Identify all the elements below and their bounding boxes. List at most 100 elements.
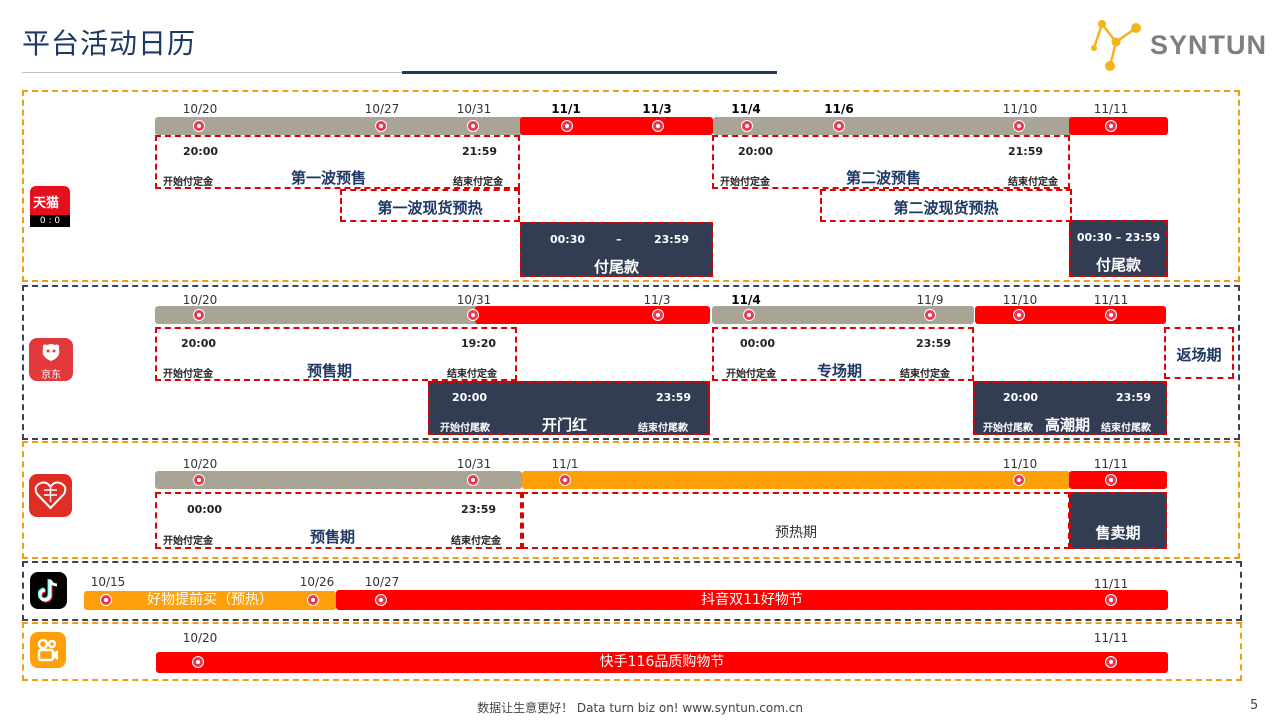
end-label: 结束付定金: [900, 369, 950, 380]
douyin-date-1015: 10/15: [90, 575, 126, 589]
jd-date-113: 11/3: [643, 293, 671, 307]
timeline-dot: [1105, 656, 1117, 668]
end-label: 结束付尾款: [1101, 423, 1151, 434]
tmall-date-116: 11/6: [824, 102, 854, 116]
timeline-dot: [467, 120, 479, 132]
timeline-dot: [741, 120, 753, 132]
tmall-bar-second: [713, 117, 1073, 135]
syntun-logo-icon: [1091, 20, 1141, 71]
timeline-dot: [307, 594, 319, 606]
jd-bar-peak: [975, 306, 1166, 324]
pay-time: 00:30 – 23:59: [1076, 231, 1161, 244]
timeline-dot: [833, 120, 845, 132]
jd-date-114: 11/4: [731, 293, 761, 307]
start-time: 00:00: [187, 503, 223, 516]
title-divider: [22, 71, 777, 74]
tmall-icon-sub: 0 : 0: [30, 215, 70, 227]
jd-kaimen-box: 20:00 23:59 开始付尾款 结束付尾款 开门红: [428, 381, 710, 435]
timeline-dot: [1105, 120, 1117, 132]
timeline-dot: [924, 309, 936, 321]
jd-dog-icon: [42, 344, 60, 361]
jd-date-1110: 11/10: [1002, 293, 1038, 307]
phase-title: 第一波现货预热: [377, 199, 483, 217]
page-number: 5: [1250, 698, 1259, 713]
jd-peak-box: 20:00 23:59 开始付尾款 结束付尾款 高潮期: [973, 381, 1167, 435]
pdd-presale-box: 00:00 23:59 开始付定金 结束付定金 预售期: [155, 492, 522, 549]
timeline-dot: [1013, 120, 1025, 132]
end-time: 21:59: [1008, 145, 1044, 158]
start-label: 开始付定金: [163, 177, 213, 188]
end-label: 结束付定金: [451, 536, 501, 547]
start-label: 开始付定金: [163, 369, 213, 380]
jd-presale-box: 20:00 19:20 开始付定金 结束付定金 预售期: [155, 327, 517, 381]
timeline-dot: [467, 309, 479, 321]
pdd-bar-warm: [522, 471, 1070, 489]
tmall-date-1111: 11/11: [1093, 102, 1129, 116]
brand-name: SYNTUN: [1150, 30, 1268, 60]
end-time: 19:20: [461, 337, 497, 350]
pdd-section: [22, 441, 1240, 559]
pdd-heart-icon: [34, 481, 67, 510]
tmall-warm1-box: 第一波现货预热: [340, 189, 520, 222]
tmall-warm2-box: 第二波现货预热: [820, 189, 1072, 222]
phase-title: 第二波现货预热: [893, 199, 999, 217]
kuaishou-date-1111: 11/11: [1093, 631, 1129, 645]
bar-label: 好物提前买（预热）: [147, 592, 273, 608]
tmall-date-1110: 11/10: [1002, 102, 1038, 116]
timeline-dot: [193, 474, 205, 486]
end-time: 23:59: [654, 233, 690, 246]
tmall-bar-final: [1069, 117, 1168, 135]
pdd-warm-box: 预热期: [522, 492, 1070, 549]
pdd-date-1111: 11/11: [1093, 457, 1129, 471]
timeline-dot: [561, 120, 573, 132]
tmall-date-114: 11/4: [731, 102, 761, 116]
jd-date-1031: 10/31: [456, 293, 492, 307]
end-label: 结束付定金: [453, 177, 503, 188]
start-label: 开始付定金: [163, 536, 213, 547]
timeline-dot: [192, 656, 204, 668]
phase-title: 专场期: [817, 362, 863, 380]
tmall-date-1020: 10/20: [182, 102, 218, 116]
pdd-sale-box: 售卖期: [1069, 492, 1167, 549]
timeline-dot: [743, 309, 755, 321]
kuaishou-bar-main: 快手116品质购物节: [156, 652, 1168, 673]
jd-date-1111: 11/11: [1093, 293, 1129, 307]
pdd-date-111: 11/1: [551, 457, 579, 471]
jd-bar-special: [712, 306, 974, 324]
kuaishou-section: [22, 622, 1242, 681]
tmall-presale1-box: 20:00 21:59 开始付定金 结束付定金 第一波预售: [155, 135, 520, 189]
pdd-date-1110: 11/10: [1002, 457, 1038, 471]
kuaishou-camera-icon: [37, 638, 58, 662]
douyin-icon: [30, 572, 67, 609]
start-label: 开始付定金: [726, 369, 776, 380]
jd-section: [22, 285, 1240, 440]
jd-return-box: 返场期: [1164, 327, 1234, 379]
phase-title: 售卖期: [1095, 524, 1141, 542]
jd-date-1020: 10/20: [182, 293, 218, 307]
pdd-bar-sale: [1069, 471, 1167, 489]
end-label: 结束付定金: [1008, 177, 1058, 188]
phase-title: 开门红: [542, 416, 588, 434]
timeline-dot: [193, 120, 205, 132]
jd-icon: 京东: [29, 338, 73, 381]
phase-title: 预售期: [310, 528, 356, 546]
phase-title: 第一波预售: [291, 169, 367, 187]
douyin-date-1111: 11/11: [1093, 577, 1129, 591]
kuaishou-date-1020: 10/20: [182, 631, 218, 645]
timeline-dot: [559, 474, 571, 486]
jd-bar-kaimen: [475, 306, 710, 324]
start-label: 开始付定金: [720, 177, 770, 188]
bar-label: 抖音双11好物节: [701, 592, 803, 608]
end-time: 23:59: [1116, 391, 1152, 404]
timeline-dot: [1105, 594, 1117, 606]
pdd-bar-presale: [155, 471, 522, 489]
timeline-dot: [652, 120, 664, 132]
end-time: 23:59: [656, 391, 692, 404]
phase-title: 付尾款: [1095, 256, 1141, 274]
start-time: 00:30: [550, 233, 586, 246]
tmall-date-111: 11/1: [551, 102, 581, 116]
bar-label: 快手116品质购物节: [599, 654, 725, 670]
timeline-dot: [652, 309, 664, 321]
end-label: 结束付尾款: [638, 423, 688, 434]
tmall-pay1-box: 00:30 – 23:59 付尾款: [520, 222, 713, 277]
